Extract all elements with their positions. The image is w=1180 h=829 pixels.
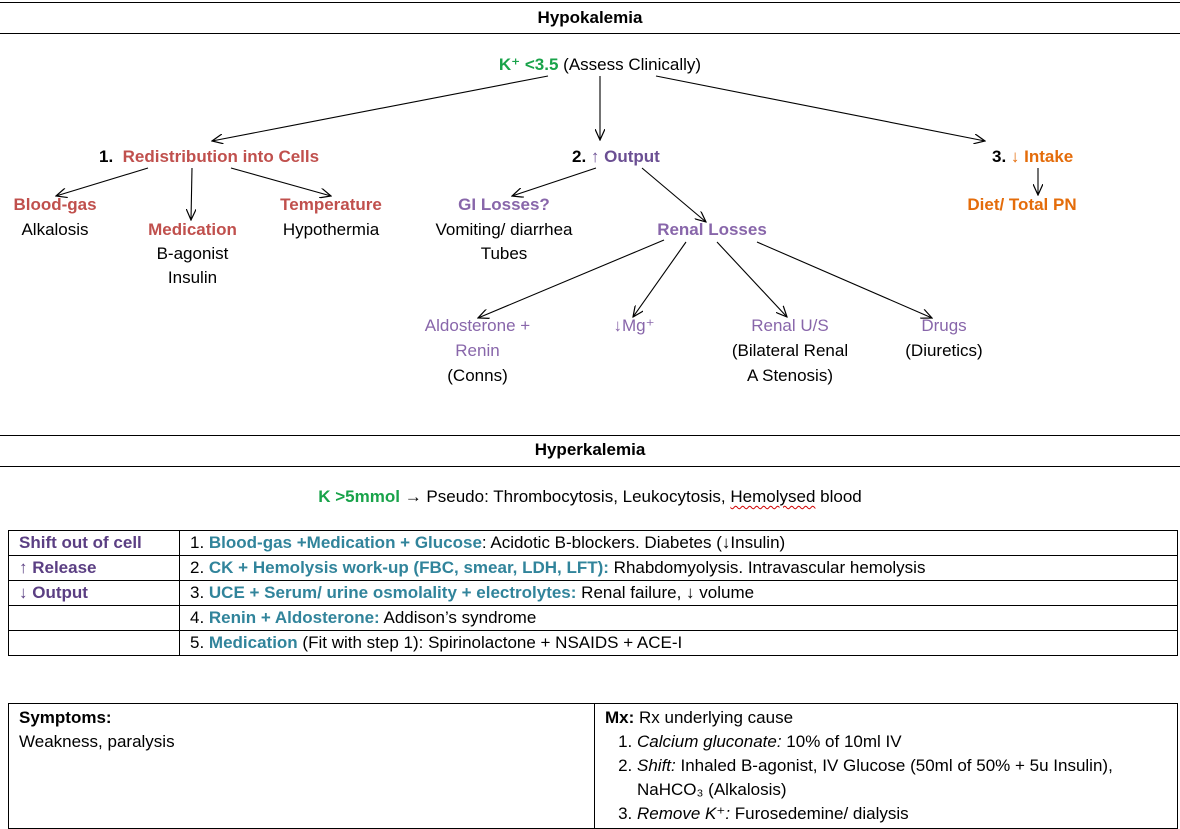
arrow-to-intake (655, 75, 985, 141)
renal-losses-label: Renal Losses (657, 220, 767, 239)
row-content: 2. CK + Hemolysis work-up (FBC, smear, L… (179, 555, 1178, 581)
rule-hyper-title (0, 466, 1180, 467)
row-label: ↓ Output (8, 580, 180, 606)
list-item: Remove K⁺: Furosedemine/ dialysis (637, 802, 1167, 826)
hypokalemia-title: Hypokalemia (537, 8, 643, 27)
redistribution-label: Redistribution into Cells (122, 147, 320, 166)
mx-header: Mx: Rx underlying cause (605, 708, 794, 727)
arrow-to-redistribution (212, 75, 549, 141)
row-content: 3. UCE + Serum/ urine osmolality + elect… (179, 580, 1178, 606)
list-item: Calcium gluconate: 10% of 10ml IV (637, 730, 1167, 754)
arrow-to-renal-us (716, 241, 787, 317)
k-threshold: K⁺ <3.5 (498, 55, 559, 74)
row-label (8, 630, 180, 656)
output-label: ↑ Output (590, 147, 660, 166)
conns-text: (Conns) (447, 366, 508, 385)
a-stenosis-text: A Stenosis) (747, 366, 833, 385)
tubes-text: Tubes (480, 244, 528, 263)
branch-intake: 3. ↓ Intake (992, 147, 1074, 166)
branch-output: 2. ↑ Output (572, 147, 660, 166)
blood-gas-label: Blood-gas (13, 195, 97, 214)
arrow-to-medication (191, 167, 192, 220)
table-row: ↓ Output 3. UCE + Serum/ urine osmolalit… (8, 580, 1178, 606)
intake-label: ↓ Intake (1010, 147, 1074, 166)
rule-top (0, 2, 1180, 3)
management-table: Symptoms: Weakness, paralysis Mx: Rx und… (8, 703, 1178, 829)
hypo-top-node: K⁺ <3.5 (Assess Clinically) (440, 54, 760, 76)
mx-list: Calcium gluconate: 10% of 10ml IV Shift:… (605, 730, 1167, 826)
gi-losses-label: GI Losses? (458, 195, 550, 214)
aldosterone-label: Aldosterone + (424, 316, 531, 335)
diuretics-text: (Diuretics) (905, 341, 983, 360)
list-item: Shift: Inhaled B-agonist, IV Glucose (50… (637, 754, 1167, 802)
hyperkalemia-title: Hyperkalemia (534, 440, 646, 459)
diet-label: Diet/ Total PN (967, 195, 1077, 214)
assess-note: (Assess Clinically) (558, 55, 702, 74)
drugs-label: Drugs (921, 316, 967, 335)
arrow-to-gi-losses (512, 167, 597, 196)
medication-label: Medication (148, 220, 237, 239)
table-row: 5. Medication (Fit with step 1): Spirino… (8, 630, 1178, 656)
arrow-to-renal-losses (641, 167, 706, 222)
row-label: ↑ Release (8, 555, 180, 581)
table-row: 4. Renin + Aldosterone: Addison’s syndro… (8, 605, 1178, 631)
temperature-label: Temperature (280, 195, 382, 214)
row-label (8, 605, 180, 631)
hyperkalemia-table: Shift out of cell 1. Blood-gas +Medicati… (8, 530, 1178, 656)
arrow-to-temperature (230, 167, 331, 196)
symptoms-cell: Symptoms: Weakness, paralysis (8, 703, 595, 829)
branch-redistribution: 1. Redistribution into Cells (99, 147, 320, 166)
row-label: Shift out of cell (8, 530, 180, 556)
k-hyper-threshold: K >5mmol (318, 487, 400, 506)
arrow-to-mg (633, 241, 687, 317)
vomiting-text: Vomiting/ diarrhea (435, 220, 573, 239)
renin-label: Renin (455, 341, 500, 360)
alkalosis-text: Alkalosis (21, 220, 89, 239)
arrow-to-aldosterone (478, 239, 665, 318)
symptoms-title: Symptoms: (19, 708, 112, 727)
row-content: 5. Medication (Fit with step 1): Spirino… (179, 630, 1178, 656)
b-agonist-text: B-agonist (156, 244, 229, 263)
row-content: 4. Renin + Aldosterone: Addison’s syndro… (179, 605, 1178, 631)
row-content: 1. Blood-gas +Medication + Glucose: Acid… (179, 530, 1178, 556)
insulin-text: Insulin (167, 268, 218, 287)
flow-arrows (0, 75, 1180, 470)
arrow-to-drugs (756, 241, 932, 318)
rule-hyper-top (0, 435, 1180, 436)
renal-us-label: Renal U/S (751, 316, 829, 335)
bilateral-renal-text: (Bilateral Renal (731, 341, 849, 360)
hyper-statement: K >5mmol → Pseudo: Thrombocytosis, Leuko… (318, 487, 862, 506)
table-row: ↑ Release 2. CK + Hemolysis work-up (FBC… (8, 555, 1178, 581)
rule-hypo-title (0, 33, 1180, 34)
arrow-to-blood-gas (56, 167, 149, 196)
mg-label: ↓Mg⁺ (613, 316, 655, 335)
mx-cell: Mx: Rx underlying cause Calcium gluconat… (594, 703, 1178, 829)
table-row: Shift out of cell 1. Blood-gas +Medicati… (8, 530, 1178, 556)
symptoms-text: Weakness, paralysis (19, 732, 175, 751)
hypothermia-text: Hypothermia (282, 220, 380, 239)
